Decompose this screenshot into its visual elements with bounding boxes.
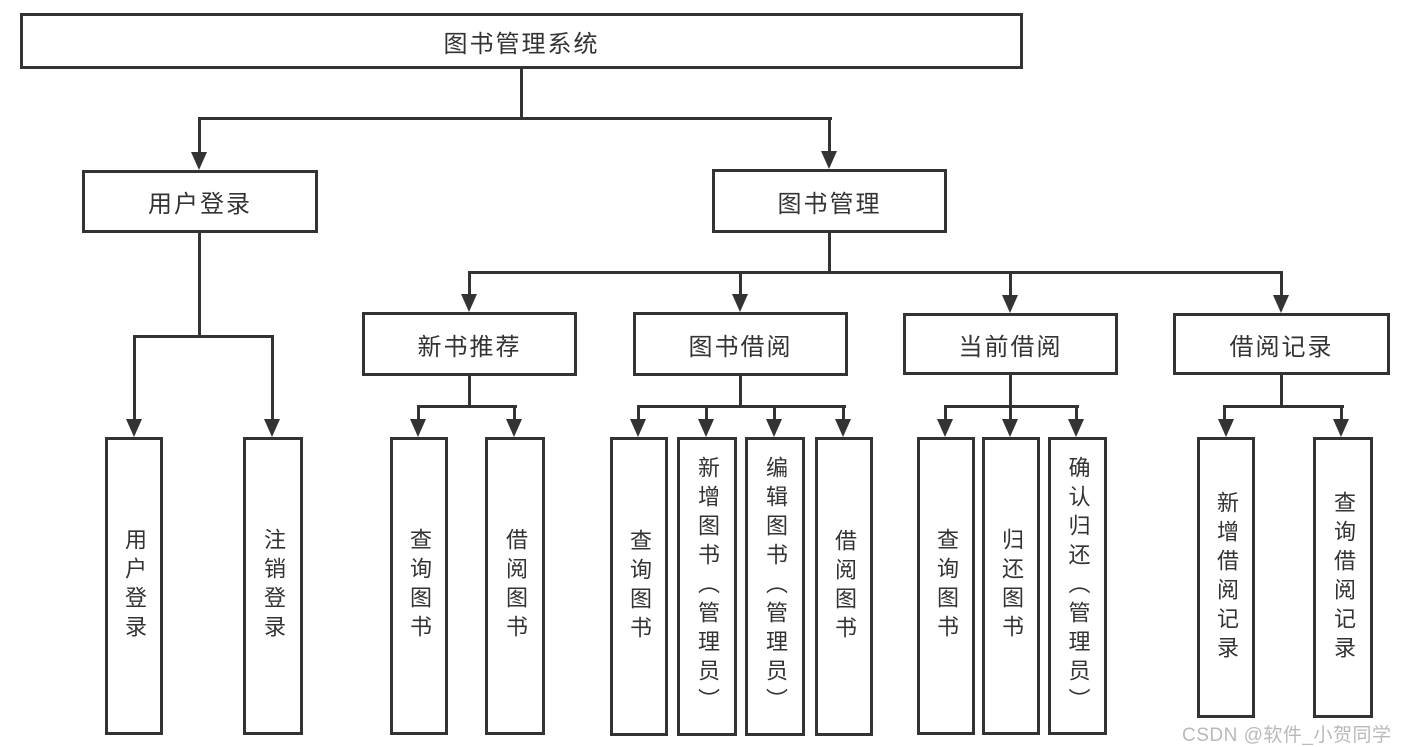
leaf-borrow-book-2: 借阅图书 [815,437,873,736]
node-borrow-record: 借阅记录 [1173,313,1390,375]
csdn-watermark: CSDN @软件_小贺同学 [1182,725,1392,746]
arrow-down-icon [937,419,953,437]
leaf-confirm-return: 确认归还（管理员） [1048,437,1107,735]
node-root: 图书管理系统 [20,13,1023,69]
connector-line [133,337,136,421]
arrow-down-icon [698,419,714,437]
leaf-query-book-3: 查询图书 [917,437,975,735]
leaf-query-record-label: 查询借阅记录 [1331,490,1356,665]
arrow-down-icon [1273,295,1289,313]
connector-line [1009,273,1012,298]
node-book-borrow: 图书借阅 [633,312,848,376]
leaf-query-book-1: 查询图书 [390,437,448,735]
leaf-add-record: 新增借阅记录 [1197,437,1255,718]
connector-line [468,376,471,407]
connector-line [271,337,274,421]
leaf-query-book-3-label: 查询图书 [934,528,959,644]
leaf-confirm-return-label: 确认归还（管理员） [1065,455,1091,717]
connector-line [944,407,947,421]
arrow-down-icon [461,294,477,312]
leaf-user-login: 用户登录 [105,437,163,735]
arrow-down-icon [126,419,142,437]
arrow-down-icon [191,152,207,170]
connector-line [705,407,708,421]
node-new-book-rec-label: 新书推荐 [417,333,522,361]
connector-line [1280,273,1283,298]
connector-line [468,273,471,297]
connector-line [739,376,742,407]
arrow-down-icon [410,419,426,437]
node-user-login: 用户登录 [82,170,318,233]
connector-line [468,271,1283,274]
node-current-borrow-label: 当前借阅 [958,333,1063,361]
leaf-add-book: 新增图书（管理员） [677,437,737,736]
connector-line [828,233,831,273]
connector-line [417,407,420,421]
leaf-query-book-2: 查询图书 [610,437,668,736]
connector-line [417,405,517,408]
node-current-borrow: 当前借阅 [903,313,1118,375]
leaf-return-book: 归还图书 [982,437,1040,735]
arrow-down-icon [506,419,522,437]
node-root-label: 图书管理系统 [443,30,600,58]
leaf-edit-book-label: 编辑图书（管理员） [763,456,788,717]
leaf-logout-label: 注销登录 [261,528,286,644]
arrow-down-icon [835,419,851,437]
connector-line [198,117,832,120]
connector-line [637,407,640,421]
connector-line [1009,375,1012,407]
node-book-mgmt-label: 图书管理 [777,190,882,218]
arrow-down-icon [821,151,837,169]
leaf-query-record: 查询借阅记录 [1313,437,1373,718]
leaf-borrow-book-2-label: 借阅图书 [832,528,857,645]
leaf-return-book-label: 归还图书 [999,528,1024,644]
connector-line [637,405,846,408]
connector-line [513,407,516,421]
leaf-add-record-label: 新增借阅记录 [1214,490,1239,665]
connector-line [1009,407,1012,421]
leaf-logout: 注销登录 [243,437,303,735]
arrow-down-icon [630,419,646,437]
connector-line [133,335,274,338]
connector-line [520,69,523,118]
arrow-down-icon [1068,419,1084,437]
arrow-down-icon [1218,419,1234,437]
connector-line [1340,407,1343,421]
leaf-edit-book: 编辑图书（管理员） [745,437,805,736]
connector-line [198,233,201,337]
connector-line [828,119,831,153]
arrow-down-icon [1333,419,1349,437]
leaf-borrow-book-1: 借阅图书 [485,437,545,735]
connector-line [1223,405,1344,408]
arrow-down-icon [1002,295,1018,313]
connector-line [773,407,776,421]
connector-line [198,119,201,154]
connector-line [842,407,845,421]
node-book-borrow-label: 图书借阅 [688,333,793,361]
node-user-login-label: 用户登录 [148,191,252,218]
leaf-query-book-1-label: 查询图书 [407,528,432,644]
connector-line [944,405,1079,408]
leaf-borrow-book-1-label: 借阅图书 [503,528,528,644]
arrow-down-icon [1002,419,1018,437]
node-borrow-record-label: 借阅记录 [1229,333,1334,361]
leaf-query-book-2-label: 查询图书 [627,528,652,645]
arrow-down-icon [264,419,280,437]
connector-line [1280,375,1283,407]
connector-line [1075,407,1078,421]
arrow-down-icon [732,294,748,312]
node-new-book-rec: 新书推荐 [362,312,577,376]
connector-line [739,273,742,297]
connector-line [1223,407,1226,421]
leaf-add-book-label: 新增图书（管理员） [695,456,720,717]
leaf-user-login-label: 用户登录 [122,528,147,644]
node-book-mgmt: 图书管理 [712,169,947,233]
arrow-down-icon [766,419,782,437]
